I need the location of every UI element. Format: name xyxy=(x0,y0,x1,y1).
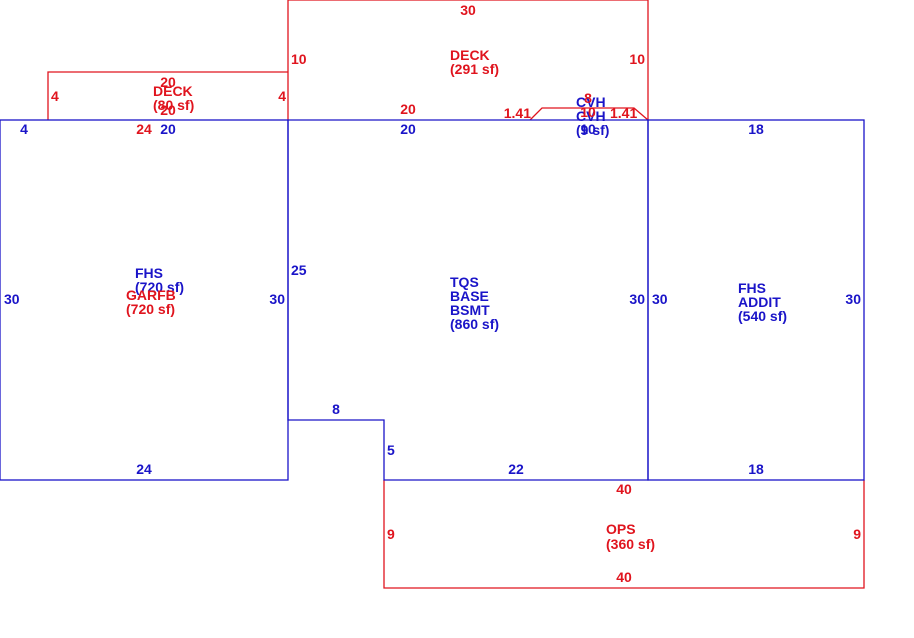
garfb-name: GARFB xyxy=(126,287,176,303)
cvh-outline xyxy=(529,107,649,121)
deck-left-area: (80 sf) xyxy=(153,97,194,113)
cvh-name-2: CVH xyxy=(576,108,606,124)
dim-garfb-top: 24 xyxy=(136,121,152,137)
fhs-addit-area: (540 sf) xyxy=(738,308,787,324)
deck-top-area: (291 sf) xyxy=(450,61,499,77)
dim-fhs-left-right: 30 xyxy=(269,291,285,307)
dim-cvh-top: 8 xyxy=(584,90,592,106)
dim-cvh-left: 1.41 xyxy=(504,105,531,121)
cvh-area: (9 sf) xyxy=(576,122,609,138)
dim-addit-right: 30 xyxy=(845,291,861,307)
tqs-line-2: BASE xyxy=(450,288,489,304)
dim-deck-left-top: 20 xyxy=(160,74,176,90)
dim-tqs-top: 20 xyxy=(400,121,416,137)
dim-fhs-left-bottom: 24 xyxy=(136,461,152,477)
dim-fhs-left-tl: 4 xyxy=(20,121,28,137)
dim-ops-left: 9 xyxy=(387,526,395,542)
fhs-left-name: FHS xyxy=(135,265,163,281)
fhs-addit-line-1: FHS xyxy=(738,280,766,296)
dim-addit-top: 18 xyxy=(748,121,764,137)
dim-tqs-bottom: 22 xyxy=(508,461,524,477)
dim-deck-top-bottom: 20 xyxy=(400,101,416,117)
dim-fhs-left-left: 30 xyxy=(4,291,20,307)
ops-name: OPS xyxy=(606,521,636,537)
dim-addit-left: 30 xyxy=(652,291,668,307)
dim-tqs-left: 25 xyxy=(291,262,307,278)
dim-tqs-notch-side: 5 xyxy=(387,442,395,458)
deck-top-outline xyxy=(287,0,649,120)
dim-deck-top-top: 30 xyxy=(460,2,476,18)
dim-cvh-mid: 10 xyxy=(580,104,596,120)
deck-left-name: DECK xyxy=(153,83,193,99)
fhs-left-area: (720 sf) xyxy=(135,279,184,295)
tqs-line-1: TQS xyxy=(450,274,479,290)
cvh-name-1: CVH xyxy=(576,94,606,110)
dim-deck-left-right: 4 xyxy=(278,88,286,104)
dim-tqs-notch-top: 8 xyxy=(332,401,340,417)
dim-deck-top-right: 10 xyxy=(629,51,645,67)
deck-left-outline xyxy=(47,71,288,120)
dim-cvh-right: 1.41 xyxy=(610,105,637,121)
dim-deck-top-left: 10 xyxy=(291,51,307,67)
tqs-line-3: BSMT xyxy=(450,302,490,318)
dim-tqs-right: 30 xyxy=(629,291,645,307)
ops-outline xyxy=(383,480,865,589)
fhs-addit-outline xyxy=(647,119,865,481)
garfb-area: (720 sf) xyxy=(126,301,175,317)
dim-cvh-bottom: 10 xyxy=(580,121,596,137)
fhs-addit-line-2: ADDIT xyxy=(738,294,781,310)
ops-area: (360 sf) xyxy=(606,536,655,552)
dim-ops-bottom: 40 xyxy=(616,569,632,585)
dim-ops-right: 9 xyxy=(853,526,861,542)
dim-deck-left-bottom: 20 xyxy=(160,102,176,118)
dim-deck-left-left: 4 xyxy=(51,88,59,104)
dim-fhs-left-top: 20 xyxy=(160,121,176,137)
dim-addit-bottom: 18 xyxy=(748,461,764,477)
tqs-area: (860 sf) xyxy=(450,316,499,332)
dim-ops-top: 40 xyxy=(616,481,632,497)
deck-top-name: DECK xyxy=(450,47,490,63)
